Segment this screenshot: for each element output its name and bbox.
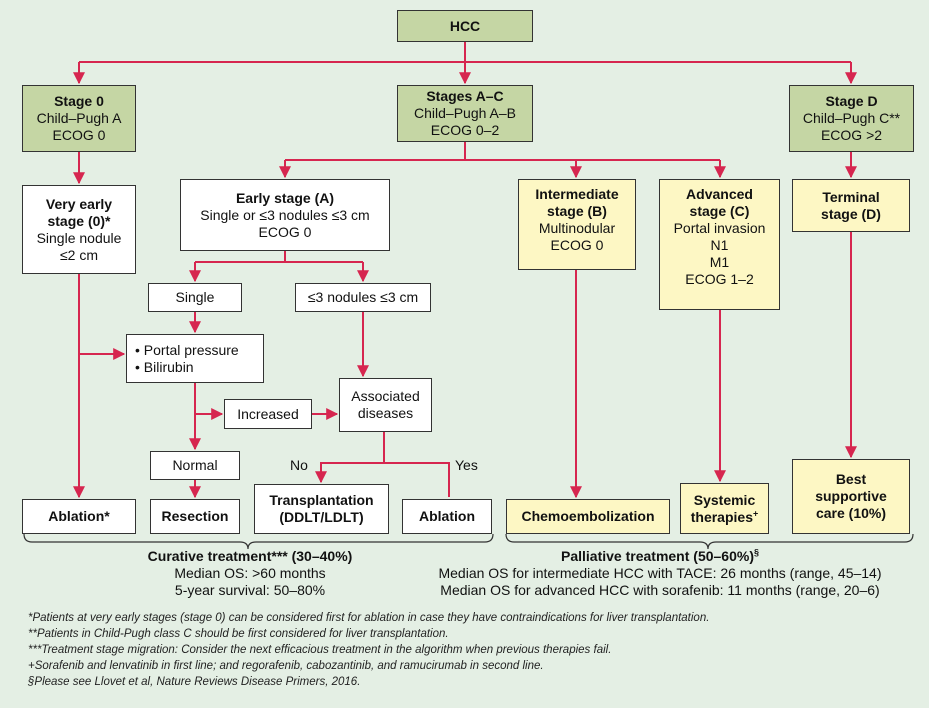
advanced-m1: M1 — [709, 254, 730, 270]
resection-label: Resection — [161, 508, 229, 524]
systemic-line-2-text: therapies — [690, 508, 753, 525]
single-node: Single — [148, 283, 242, 312]
stage-0-child-pugh: Child–Pugh A — [36, 110, 122, 126]
very-early-nodule: Single nodule — [36, 229, 122, 246]
terminal-title-2: stage (D) — [821, 205, 881, 222]
ablation-outcome-2: Ablation — [402, 499, 492, 534]
stages-a-c-child-pugh: Child–Pugh A–B — [414, 105, 516, 121]
ablation-outcome-1: Ablation* — [22, 499, 136, 534]
increased-label: Increased — [237, 405, 299, 422]
stages-a-c-title: Stages A–C — [426, 88, 504, 104]
early-stage-nodules: Single or ≤3 nodules ≤3 cm — [200, 206, 370, 223]
palliative-intermediate-os: Median OS for intermediate HCC with TACE… — [438, 565, 882, 581]
terminal-stage-node: Terminal stage (D) — [792, 179, 910, 232]
bilirubin-item: • Bilirubin — [135, 358, 194, 375]
palliative-title-row: Palliative treatment (50–60%)§ — [395, 548, 925, 565]
edge-label-yes: Yes — [455, 457, 478, 473]
intermediate-title-2: stage (B) — [547, 203, 607, 219]
very-early-title-1: Very early — [45, 195, 113, 212]
bsc-line-2: supportive — [815, 488, 887, 504]
best-supportive-care-outcome: Best supportive care (10%) — [792, 459, 910, 534]
normal-label: Normal — [172, 457, 218, 473]
stage-d-ecog: ECOG >2 — [820, 127, 883, 143]
advanced-n1: N1 — [710, 237, 729, 253]
terminal-title-1: Terminal — [822, 188, 880, 205]
footnote-5: §Please see Llovet et al, Nature Reviews… — [28, 676, 361, 688]
normal-node: Normal — [150, 451, 240, 480]
hcc-root-node: HCC — [397, 10, 533, 42]
associated-line-1: Associated — [351, 388, 420, 404]
associated-diseases-node: Associated diseases — [339, 378, 432, 432]
chemoembolization-label: Chemoembolization — [521, 508, 655, 524]
advanced-stage-node: Advanced stage (C) Portal invasion N1 M1… — [659, 179, 780, 310]
hcc-label: HCC — [449, 17, 481, 34]
ablation-1-label: Ablation* — [48, 508, 110, 524]
curative-median-os: Median OS: >60 months — [174, 565, 326, 581]
stage-0-ecog: ECOG 0 — [52, 127, 106, 143]
advanced-title-2: stage (C) — [689, 203, 750, 219]
intermediate-ecog: ECOG 0 — [550, 237, 604, 253]
bsc-line-3: care (10%) — [815, 505, 887, 521]
ablation-2-label: Ablation — [419, 508, 475, 524]
curative-survival: 5-year survival: 50–80% — [174, 582, 326, 598]
single-label: Single — [175, 289, 215, 305]
intermediate-multinodular: Multinodular — [538, 220, 616, 236]
stage-0-title: Stage 0 — [54, 93, 104, 109]
footnote-1: *Patients at very early stages (stage 0)… — [28, 612, 710, 624]
advanced-title-1: Advanced — [686, 186, 753, 202]
transplantation-line-1: Transplantation — [269, 492, 374, 508]
stage-d-child-pugh: Child–Pugh C** — [802, 110, 901, 126]
curative-summary: Curative treatment*** (30–40%) Median OS… — [100, 548, 400, 599]
palliative-advanced-os: Median OS for advanced HCC with sorafeni… — [440, 582, 880, 598]
palliative-footnote-mark: § — [753, 547, 759, 558]
portal-bilirubin-node: • Portal pressure • Bilirubin — [126, 334, 264, 383]
transplantation-line-2: (DDLT/LDLT) — [279, 509, 364, 525]
palliative-summary: Palliative treatment (50–60%)§ Median OS… — [395, 548, 925, 599]
chemoembolization-outcome: Chemoembolization — [506, 499, 670, 534]
three-nodules-node: ≤3 nodules ≤3 cm — [295, 283, 431, 312]
bsc-line-1: Best — [835, 471, 867, 487]
transplantation-outcome: Transplantation (DDLT/LDLT) — [254, 484, 389, 534]
systemic-line-1: Systemic — [693, 491, 756, 508]
systemic-therapies-outcome: Systemic therapies+ — [680, 483, 769, 534]
increased-node: Increased — [224, 399, 312, 429]
very-early-stage-node: Very early stage (0)* Single nodule ≤2 c… — [22, 185, 136, 274]
stage-d-node: Stage D Child–Pugh C** ECOG >2 — [789, 85, 914, 152]
stages-a-c-ecog: ECOG 0–2 — [430, 122, 500, 138]
palliative-title: Palliative treatment (50–60%) — [561, 548, 754, 564]
associated-line-2: diseases — [357, 405, 414, 421]
advanced-portal-invasion: Portal invasion — [673, 220, 766, 236]
resection-outcome: Resection — [150, 499, 240, 534]
stage-d-title: Stage D — [825, 93, 878, 109]
early-stage-title: Early stage (A) — [235, 189, 335, 206]
footnotes: *Patients at very early stages (stage 0)… — [28, 610, 709, 690]
edge-label-no: No — [290, 457, 308, 473]
early-stage-node: Early stage (A) Single or ≤3 nodules ≤3 … — [180, 179, 390, 251]
footnote-4: +Sorafenib and lenvatinib in first line;… — [28, 660, 544, 672]
footnote-3: ***Treatment stage migration: Consider t… — [28, 644, 612, 656]
systemic-footnote-mark: + — [752, 507, 759, 518]
intermediate-title-1: Intermediate — [535, 186, 619, 202]
curative-title: Curative treatment*** (30–40%) — [147, 548, 353, 564]
stage-0-node: Stage 0 Child–Pugh A ECOG 0 — [22, 85, 136, 152]
intermediate-stage-node: Intermediate stage (B) Multinodular ECOG… — [518, 179, 636, 270]
portal-pressure-item: • Portal pressure — [135, 341, 239, 358]
three-nodules-label: ≤3 nodules ≤3 cm — [307, 289, 419, 305]
stages-a-c-node: Stages A–C Child–Pugh A–B ECOG 0–2 — [397, 85, 533, 142]
systemic-line-2: therapies+ — [690, 507, 759, 526]
early-stage-ecog: ECOG 0 — [258, 223, 312, 240]
very-early-title-2: stage (0)* — [47, 212, 111, 229]
advanced-ecog: ECOG 1–2 — [685, 271, 754, 287]
footnote-2: **Patients in Child-Pugh class C should … — [28, 628, 449, 640]
very-early-size: ≤2 cm — [59, 246, 99, 263]
